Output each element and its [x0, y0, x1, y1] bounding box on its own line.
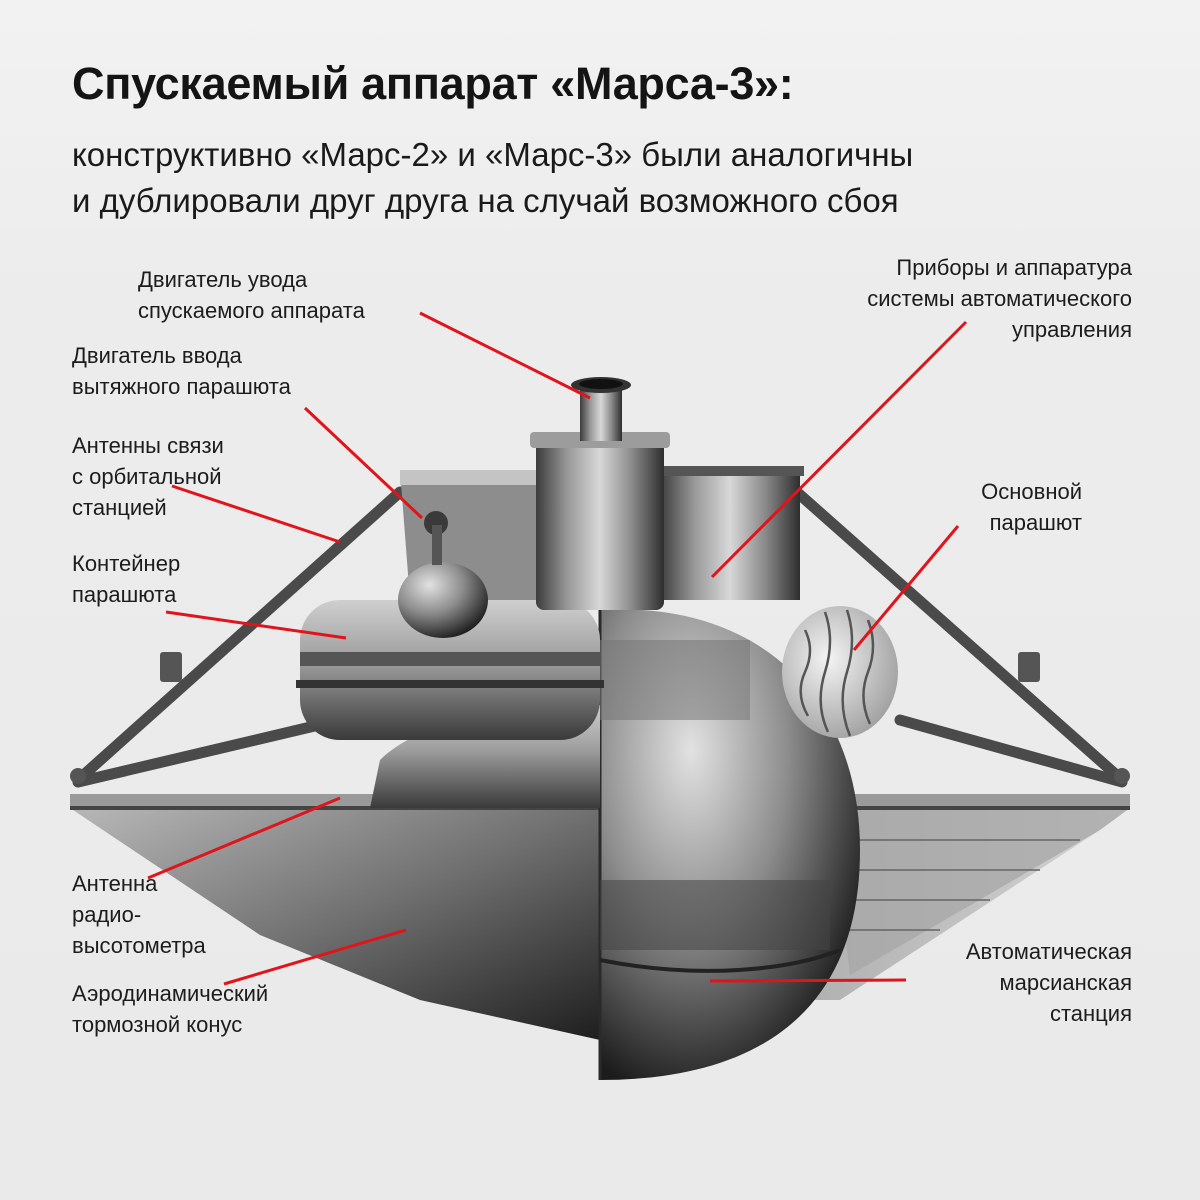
mars-station-capsule	[370, 609, 860, 1080]
label-mars-station: Автоматическая марсианская станция	[965, 939, 1132, 1026]
strut-fittings	[70, 652, 1130, 784]
label-radio-altimeter: Антенна радио- высотометра	[72, 871, 206, 958]
label-orbital-antennas: Антенны связи с орбитальной станцией	[72, 433, 224, 520]
leader-lines	[147, 311, 968, 986]
leader-aero-cone	[223, 928, 407, 986]
leader-radio-altimeter	[147, 796, 341, 880]
label-pilot-chute-engine: Двигатель ввода вытяжного парашюта	[72, 343, 291, 399]
leader-mars-station	[709, 978, 907, 983]
label-deorbit-engine: Двигатель увода спускаемого аппарата	[138, 267, 365, 323]
label-main-parachute: Основной парашют	[981, 479, 1082, 535]
support-struts	[72, 480, 1128, 788]
label-control-instruments: Приборы и аппаратура системы автоматичес…	[867, 255, 1132, 342]
subtitle-line-1: конструктивно «Марс-2» и «Марс-3» были а…	[72, 136, 914, 173]
leader-orbital-antennas	[171, 484, 341, 544]
page-title: Спускаемый аппарат «Марса-3»:	[72, 58, 794, 109]
label-parachute-container: Контейнер парашюта	[72, 551, 181, 607]
leader-parachute-container	[165, 610, 347, 640]
leader-control-instruments	[710, 320, 968, 579]
pilot-chute-engine	[398, 511, 488, 638]
subtitle: конструктивно «Марс-2» и «Марс-3» были а…	[72, 132, 913, 224]
parachute-container-body	[296, 600, 604, 740]
label-aero-cone: Аэродинамический тормозной конус	[72, 981, 269, 1037]
deorbit-engine	[571, 377, 631, 441]
leader-pilot-chute-engine	[303, 406, 424, 520]
subtitle-line-2: и дублировали друг друга на случай возмо…	[72, 182, 899, 219]
leader-deorbit-engine	[419, 311, 591, 400]
main-parachute-pack	[782, 606, 898, 738]
leader-main-parachute	[852, 525, 960, 651]
